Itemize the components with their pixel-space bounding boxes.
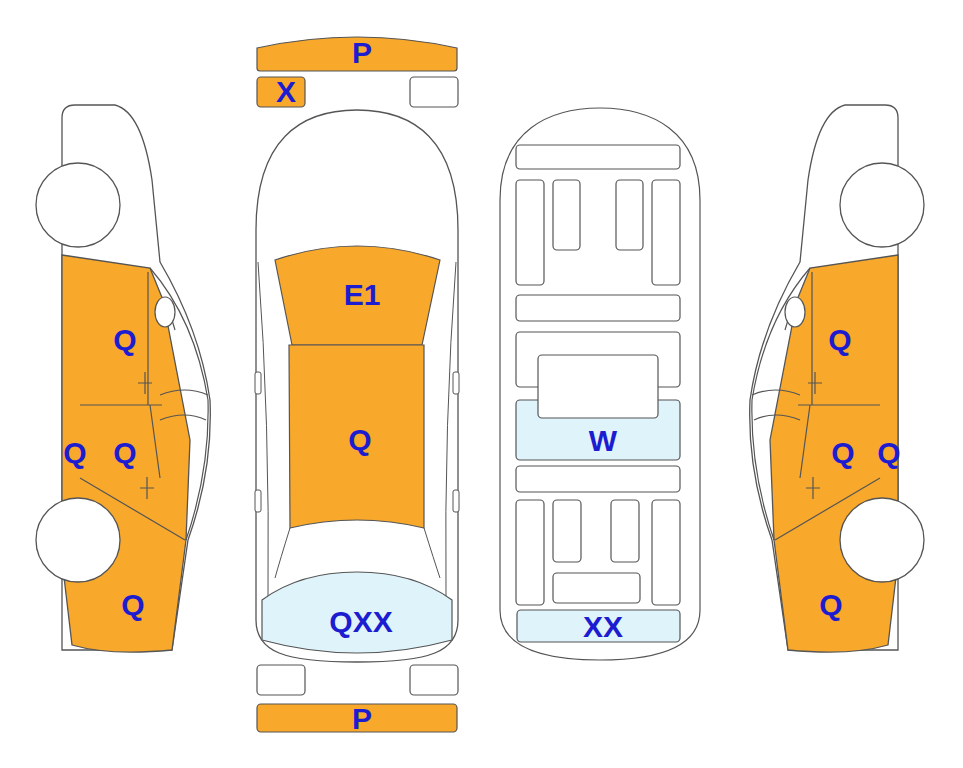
windshield <box>275 246 440 345</box>
left-side-view <box>36 105 210 652</box>
damage-code: Q <box>819 590 842 620</box>
right-side-view <box>750 105 924 652</box>
damage-code: X <box>276 77 296 107</box>
damage-code: XX <box>583 612 623 642</box>
damage-code: Q <box>113 438 136 468</box>
damage-code: Q <box>348 425 371 455</box>
damage-code: P <box>352 38 372 68</box>
underside-view <box>500 108 700 660</box>
damage-code: Q <box>877 438 900 468</box>
headlight <box>257 77 305 107</box>
roof <box>289 345 424 528</box>
damage-code: W <box>589 426 617 456</box>
taillight <box>410 665 458 695</box>
damage-code: Q <box>63 438 86 468</box>
damage-code: QXX <box>329 607 392 637</box>
taillight <box>257 665 305 695</box>
front-bumper <box>257 37 457 71</box>
damage-code: Q <box>113 325 136 355</box>
rear-window <box>262 572 452 653</box>
damage-code: Q <box>121 590 144 620</box>
damage-code: E1 <box>344 280 381 310</box>
top-view-body <box>256 110 458 662</box>
damage-code: Q <box>831 438 854 468</box>
damage-code: Q <box>828 325 851 355</box>
damage-code: P <box>352 704 372 734</box>
headlight <box>410 77 458 107</box>
